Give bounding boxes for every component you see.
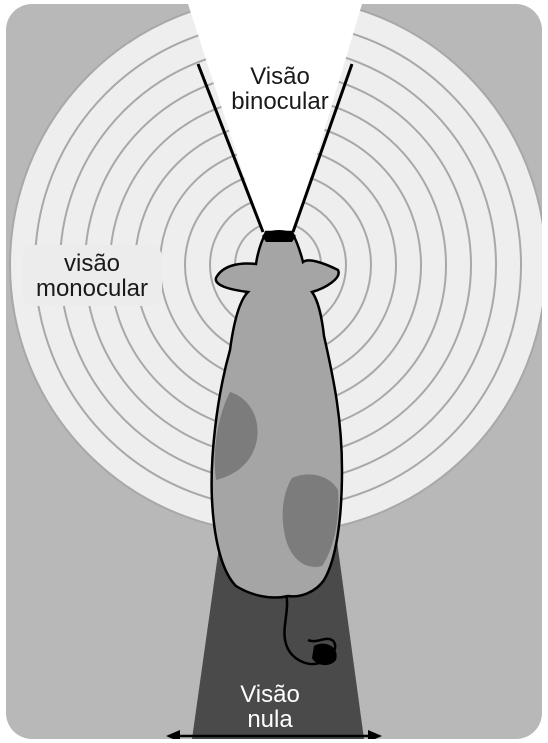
blind-vision-label: Visão nula bbox=[205, 682, 335, 732]
binocular-vision-label: Visão binocular bbox=[215, 64, 345, 114]
monocular-vision-label: visão monocular bbox=[22, 245, 162, 306]
